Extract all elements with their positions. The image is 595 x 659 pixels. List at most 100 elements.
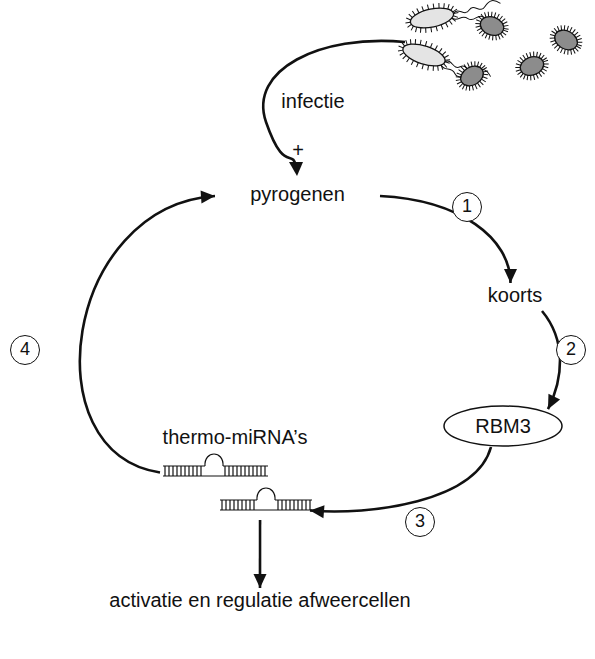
connector-line: [542, 311, 560, 409]
bacterium-spike: [433, 4, 434, 9]
cycle-arrow: [380, 196, 517, 283]
callout-number: 3: [405, 507, 435, 537]
bacterium-spike: [515, 66, 520, 69]
base-pair: [277, 500, 278, 510]
bacterium: [544, 19, 587, 60]
base-pair: [301, 500, 302, 510]
base-pair: [168, 466, 169, 476]
bacterium-spike: [438, 3, 440, 8]
bacterium-spike: [504, 27, 509, 30]
bacterium-body: [478, 13, 507, 38]
base-pair: [241, 500, 242, 510]
flagellum: [453, 0, 501, 15]
text-node: activatie en regulatie afweercellen: [100, 588, 420, 644]
base-pair: [293, 500, 294, 510]
bacterium-spike: [398, 46, 403, 48]
bacterium-spike: [551, 31, 555, 34]
bacterium-spike: [487, 12, 491, 17]
bacterium-spike: [550, 36, 555, 40]
base-pair: [253, 500, 254, 510]
text-node: thermo-miRNA’s: [160, 425, 310, 520]
bacterium-spike: [516, 70, 521, 72]
text-node: pyrogenen: [215, 182, 380, 210]
bacterium-spike: [464, 64, 467, 68]
bacterium-spike: [526, 53, 528, 58]
text-node: koorts: [470, 283, 560, 311]
base-pair: [240, 466, 241, 476]
infection-arrow: [263, 41, 405, 166]
base-pair: [196, 466, 197, 476]
callout-number: 4: [10, 335, 40, 365]
base-pair: [164, 466, 165, 476]
arrow-head: [504, 269, 517, 283]
bacterium-spike: [544, 62, 549, 65]
flagellum: [451, 11, 484, 24]
bacterium-spike: [529, 75, 532, 80]
cycle-arrow: [310, 447, 491, 518]
bacterium-spike: [467, 86, 471, 91]
bacterium-spike: [405, 22, 410, 23]
arrow-head: [310, 505, 324, 518]
base-pair: [256, 466, 257, 476]
base-pair: [297, 500, 298, 510]
bacterium-spike: [398, 49, 403, 53]
bacterium-spike: [419, 28, 421, 33]
bacterium-spike: [577, 40, 582, 44]
base-pair: [260, 466, 261, 476]
bacterium-spike: [483, 72, 488, 77]
node-text: pyrogenen: [250, 182, 345, 206]
bacterium-spike: [443, 3, 445, 8]
base-pair: [221, 500, 222, 510]
bacterium: [450, 55, 493, 96]
rna-loop: [257, 488, 275, 500]
bacterium-body: [457, 62, 487, 90]
bacterium-spike: [543, 60, 548, 62]
bacterium-spike: [536, 74, 538, 79]
cycle-arrow: [254, 520, 267, 588]
base-pair: [228, 466, 229, 476]
rna-strand: [163, 475, 268, 476]
bacterium-spike: [445, 62, 450, 64]
bacterium-spike: [494, 12, 496, 17]
bacterium-spike: [431, 27, 432, 32]
base-pair: [252, 466, 253, 476]
bacterium-spike: [436, 66, 439, 71]
bacterium-spike: [427, 5, 428, 10]
connector-line: [380, 196, 511, 283]
node-text: activatie en regulatie afweercellen: [109, 588, 410, 612]
bacterium: [394, 33, 495, 90]
bacterium-spike: [417, 62, 419, 67]
protein-ellipse: RBM3: [443, 405, 563, 447]
rna-loop: [205, 454, 223, 466]
base-pair: [237, 500, 238, 510]
annotation-label: infectie: [268, 89, 358, 113]
base-pair: [192, 466, 193, 476]
bacterium-spike: [532, 52, 535, 57]
node-text: thermo-miRNA’s: [163, 425, 308, 449]
base-pair: [309, 500, 310, 510]
bacterium-spike: [566, 50, 570, 55]
base-pair: [281, 500, 282, 510]
bacterium-spike: [414, 39, 417, 44]
bacterium-spike: [409, 39, 412, 44]
arrow-head: [254, 574, 267, 588]
bacterium-spike: [422, 64, 424, 69]
bacterium-spike: [430, 43, 432, 48]
bacterium-spike: [576, 46, 580, 49]
bacterium: [471, 7, 512, 45]
base-pair: [285, 500, 286, 510]
bacterium-spike: [457, 82, 461, 85]
mirna-hairpins: [163, 454, 312, 510]
bacterium-body: [551, 26, 581, 54]
bacterium-body: [518, 53, 547, 78]
arrow-head: [548, 394, 560, 409]
arrow-head: [289, 162, 303, 176]
bacterium-spike: [475, 22, 480, 25]
base-pair: [233, 500, 234, 510]
annotation-label: +: [288, 138, 308, 162]
base-pair: [229, 500, 230, 510]
callout-number: 1: [452, 192, 482, 222]
base-pair: [224, 466, 225, 476]
base-pair: [176, 466, 177, 476]
base-pair: [245, 500, 246, 510]
